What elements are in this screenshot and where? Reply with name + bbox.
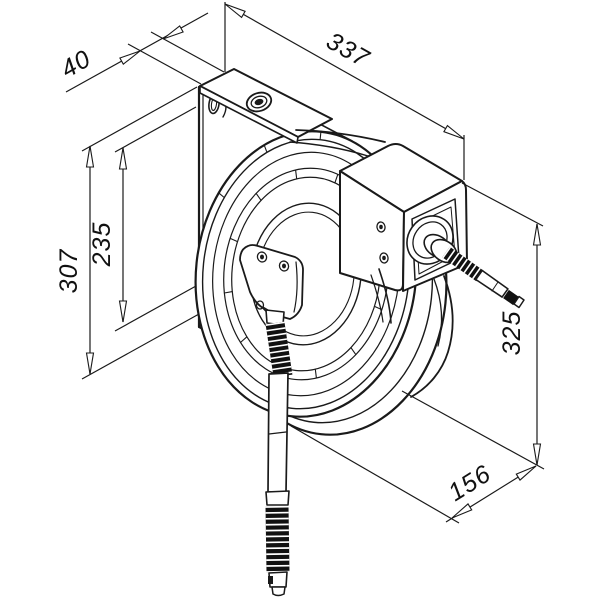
swivel-inlet-stem (442, 246, 525, 309)
saddle-screw (256, 251, 268, 263)
rim-ribs (218, 131, 322, 198)
dimension-235: 235 (88, 106, 197, 332)
block-screw (379, 252, 389, 264)
dimension-label-325: 325 (498, 311, 526, 356)
block-screw (376, 221, 386, 233)
dimension-label-40: 40 (56, 44, 96, 83)
bracket-hole (254, 98, 264, 106)
dimension-label-307: 307 (55, 249, 83, 294)
outlet-hose (265, 309, 293, 597)
hose-spring-guard-bottom (265, 505, 290, 573)
hose-spring-guard-top (265, 321, 293, 378)
dimension-156: 156 (290, 425, 537, 524)
hose-guide-outlet (239, 244, 304, 320)
dimension-label-337: 337 (322, 27, 375, 73)
dimension-307: 307 (55, 86, 200, 380)
block-top-face (339, 143, 463, 213)
swing-arm (370, 268, 454, 398)
pivot-arm (295, 129, 386, 143)
saddle-screw (278, 260, 290, 272)
dimension-40: 40 (56, 12, 225, 93)
hose-end-fitting (268, 571, 288, 597)
dimension-label-235: 235 (88, 222, 116, 268)
dimension-325: 325 (401, 182, 545, 470)
dimension-label-156: 156 (443, 459, 496, 506)
top-mounting-bracket (199, 68, 386, 157)
inlet-housing-block (339, 143, 525, 398)
stem-end-cap (513, 295, 525, 309)
